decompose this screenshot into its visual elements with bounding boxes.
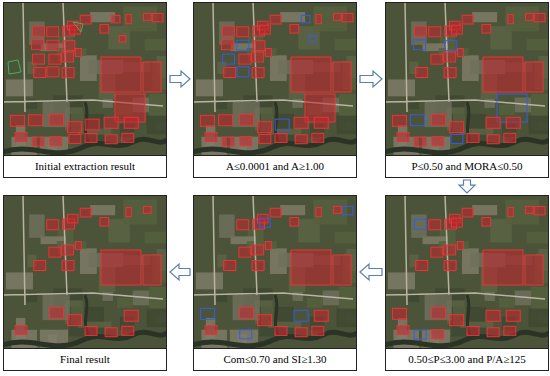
panel-image: [385, 2, 550, 183]
flow-arrow: [360, 264, 382, 280]
panel-image: [193, 195, 380, 376]
panel-image: [193, 2, 380, 183]
panel-image: [385, 195, 550, 376]
panel-caption: Com≤0.70 and SI≥1.30: [194, 348, 356, 370]
image-panel: Initial extraction result: [3, 2, 167, 178]
image-panel: Final result: [3, 195, 167, 371]
panel-caption: Final result: [4, 348, 166, 370]
panel-caption: P≤0.50 and MORA≤0.50: [386, 155, 548, 177]
image-panel: Com≤0.70 and SI≥1.30: [193, 195, 357, 371]
panel-caption: A≤0.0001 and A≥1.00: [194, 155, 356, 177]
panel-caption: Initial extraction result: [4, 155, 166, 177]
image-panel: P≤0.50 and MORA≤0.50: [385, 2, 549, 178]
flow-arrow: [170, 71, 190, 87]
panel-image: [3, 195, 190, 376]
image-panel: 0.50≤P≤3.00 and P/A≥125: [385, 195, 549, 371]
flow-arrow: [459, 180, 475, 193]
flow-arrow: [170, 264, 190, 280]
image-panel: A≤0.0001 and A≥1.00: [193, 2, 357, 178]
panel-caption: 0.50≤P≤3.00 and P/A≥125: [386, 348, 548, 370]
panel-image: [3, 2, 190, 183]
flow-arrow: [360, 71, 382, 87]
